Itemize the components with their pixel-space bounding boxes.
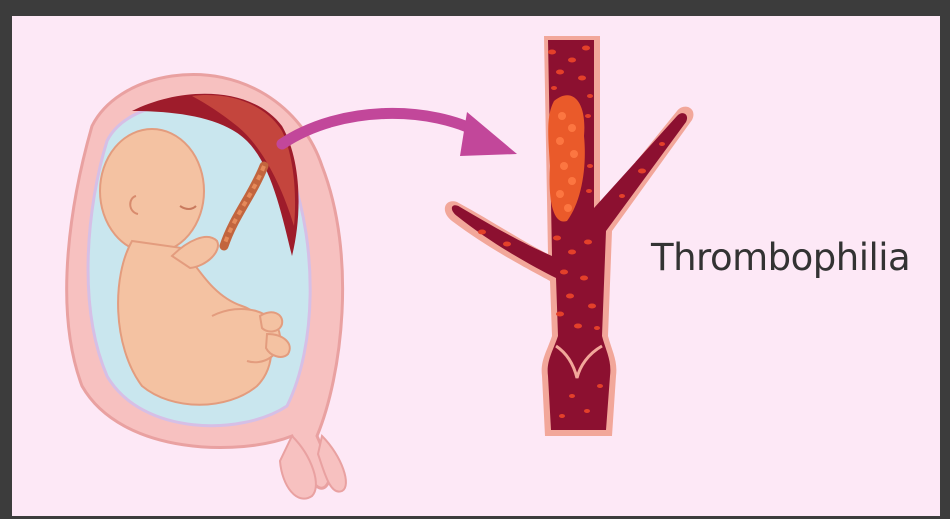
curved-arrow	[282, 112, 517, 156]
uterus-illustration	[67, 74, 346, 498]
illustration-panel: Thrombophilia	[12, 16, 940, 516]
condition-label: Thrombophilia	[651, 236, 910, 279]
